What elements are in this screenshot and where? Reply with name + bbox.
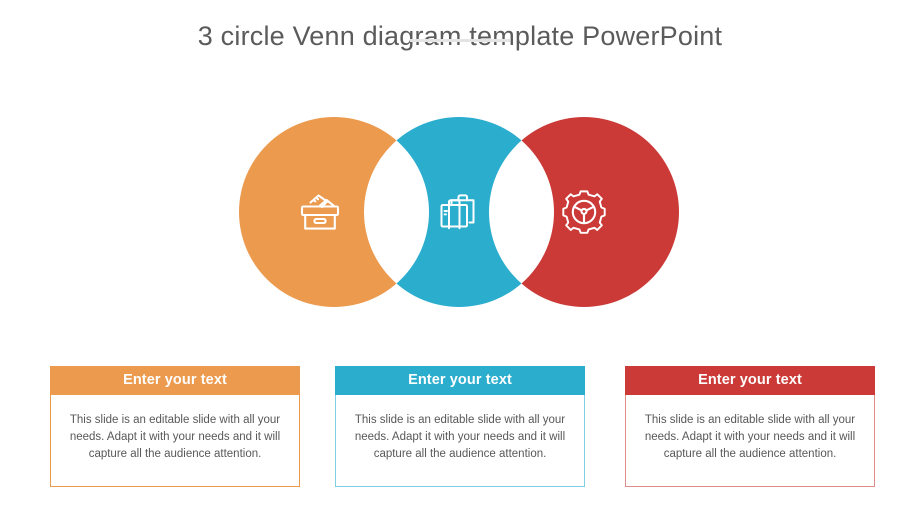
- card-body-text: This slide is an editable slide with all…: [644, 414, 856, 460]
- title-area: 3 circle Venn diagram template PowerPoin…: [0, 18, 920, 54]
- card-body-text: This slide is an editable slide with all…: [69, 414, 281, 460]
- briefcases-icon: [440, 194, 475, 230]
- card-body: This slide is an editable slide with all…: [335, 395, 585, 487]
- venn-diagram: [0, 100, 920, 330]
- card-heading[interactable]: Enter your text: [625, 366, 875, 395]
- gear-steering-icon: [562, 190, 606, 234]
- card-heading[interactable]: Enter your text: [50, 366, 300, 395]
- archive-box-icon: [300, 194, 340, 230]
- card-body: This slide is an editable slide with all…: [50, 395, 300, 487]
- text-card-blue[interactable]: Enter your text This slide is an editabl…: [335, 366, 585, 487]
- card-heading[interactable]: Enter your text: [335, 366, 585, 395]
- cards-row: Enter your text This slide is an editabl…: [0, 366, 920, 491]
- card-body: This slide is an editable slide with all…: [625, 395, 875, 487]
- page-title: 3 circle Venn diagram template PowerPoin…: [197, 21, 723, 51]
- title-underline-rule: [410, 39, 510, 42]
- text-card-orange[interactable]: Enter your text This slide is an editabl…: [50, 366, 300, 487]
- venn-svg: [0, 100, 920, 330]
- text-card-red[interactable]: Enter your text This slide is an editabl…: [625, 366, 875, 487]
- card-body-text: This slide is an editable slide with all…: [354, 414, 566, 460]
